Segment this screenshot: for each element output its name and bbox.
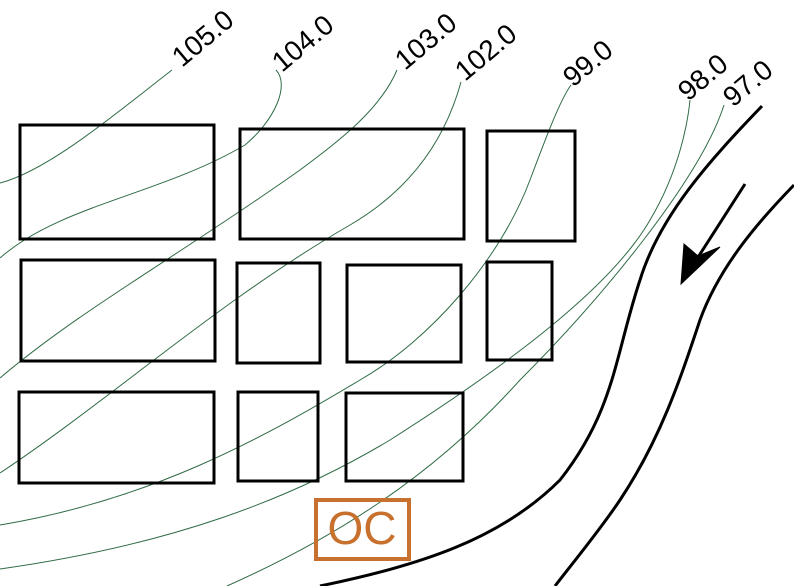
contour-line-99 [0, 84, 572, 526]
building [238, 127, 466, 241]
building [485, 260, 554, 362]
outlet-control-box [314, 498, 411, 561]
building [17, 390, 216, 485]
contour-label-104: 104.0 [266, 9, 340, 78]
contour-line-104 [0, 69, 282, 259]
contour-line-97 [226, 104, 725, 586]
contour-line-103 [0, 69, 398, 379]
building [19, 258, 217, 363]
contour-label-105: 105.0 [166, 4, 240, 73]
outlet-control-marker: OC [314, 498, 411, 561]
outlet-control-label: OC [328, 502, 397, 554]
stream-right-bank [553, 183, 794, 586]
contour-label-99: 99.0 [557, 34, 619, 93]
building [345, 263, 463, 364]
building [236, 390, 320, 483]
building [485, 129, 577, 243]
building [235, 261, 322, 365]
contour-line-102 [0, 81, 462, 474]
stream-left-bank [319, 104, 764, 586]
contour-line-98 [0, 99, 691, 570]
flow-direction-arrow-icon [680, 183, 747, 286]
contour-label-97: 97.0 [717, 54, 779, 113]
building [18, 123, 216, 241]
building [344, 391, 465, 483]
